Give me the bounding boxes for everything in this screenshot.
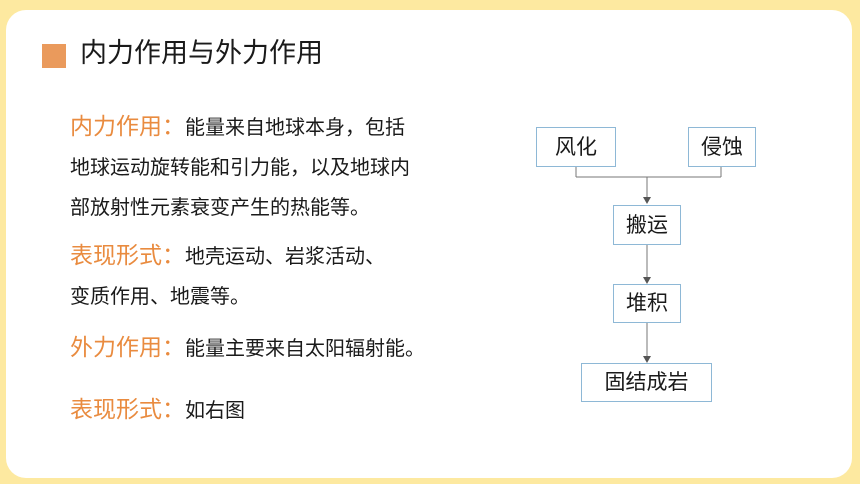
endogenic-text-3: 部放射性元素衰变产生的热能等。: [70, 195, 370, 219]
endogenic-paragraph: 内力作用：能量来自地球本身，包括 地球运动旋转能和引力能，以及地球内 部放射性元…: [70, 107, 410, 227]
lithification-label: 固结成岩: [604, 370, 689, 394]
transport-label: 搬运: [626, 213, 668, 237]
weathering-label: 风化: [555, 135, 597, 159]
endogenic-text-1: 能量来自地球本身，包括: [185, 115, 405, 139]
exogenic-forms-label: 表现形式：: [70, 397, 185, 423]
endogenic-text-2: 地球运动旋转能和引力能，以及地球内: [70, 155, 410, 179]
title-bullet-square: [42, 44, 66, 68]
exogenic-paragraph: 外力作用：能量主要来自太阳辐射能。: [70, 328, 425, 368]
transport-box: 搬运: [613, 205, 681, 245]
endogenic-forms-text-2: 变质作用、地震等。: [70, 284, 250, 308]
erosion-label: 侵蚀: [701, 135, 743, 159]
exogenic-text: 能量主要来自太阳辐射能。: [185, 336, 425, 360]
deposition-box: 堆积: [613, 284, 681, 323]
exogenic-forms-paragraph: 表现形式：如右图: [70, 390, 245, 430]
lithification-box: 固结成岩: [581, 363, 712, 402]
endogenic-forms-line-1: 表现形式：地壳运动、岩浆活动、: [70, 236, 385, 276]
endogenic-label: 内力作用：: [70, 114, 185, 140]
deposition-label: 堆积: [626, 291, 668, 315]
endogenic-forms-label: 表现形式：: [70, 243, 185, 269]
endogenic-forms-text-1: 地壳运动、岩浆活动、: [185, 244, 385, 268]
exogenic-label: 外力作用：: [70, 335, 185, 361]
weathering-box: 风化: [536, 127, 616, 167]
exogenic-forms-text: 如右图: [185, 398, 245, 422]
endogenic-forms-paragraph: 表现形式：地壳运动、岩浆活动、 变质作用、地震等。: [70, 236, 385, 316]
endogenic-line-1: 内力作用：能量来自地球本身，包括: [70, 107, 410, 147]
slide-title: 内力作用与外力作用: [80, 38, 323, 69]
erosion-box: 侵蚀: [688, 127, 756, 167]
